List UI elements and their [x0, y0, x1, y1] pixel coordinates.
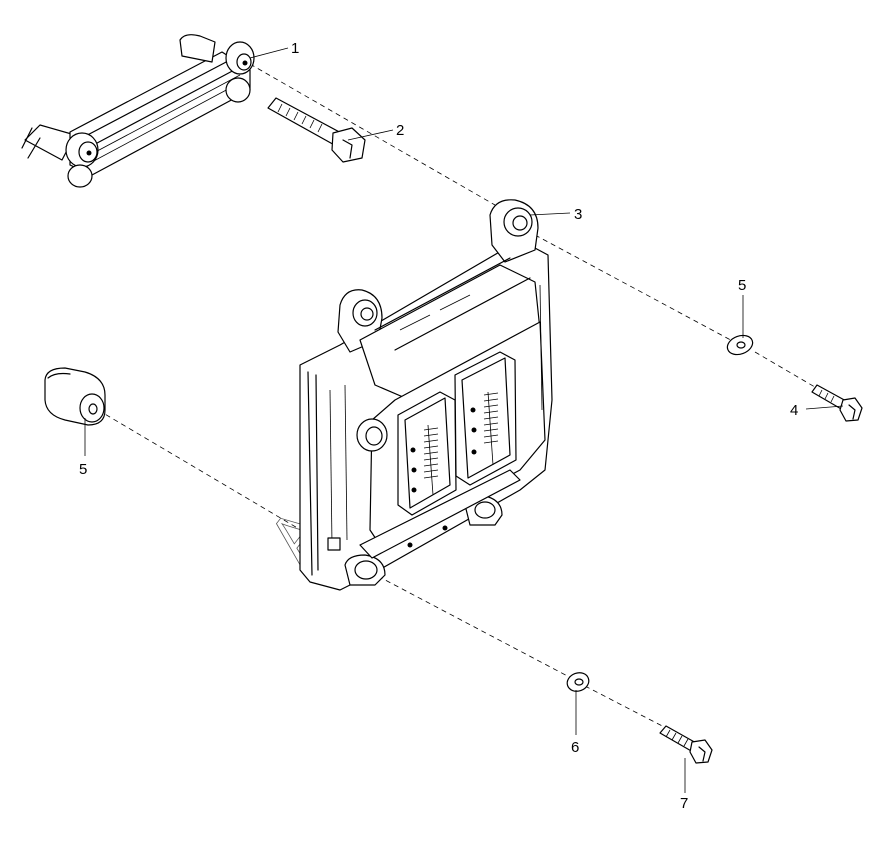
bolt-lower-part	[659, 725, 713, 764]
callout-5-washer: 5	[738, 277, 746, 294]
spacer-part	[44, 367, 106, 426]
bolt-small-part	[811, 384, 863, 422]
connector-right-teeth	[483, 392, 499, 444]
callout-4: 4	[790, 402, 798, 419]
bolt-part	[267, 97, 366, 163]
ecu-module-part	[299, 199, 553, 591]
callout-leaders	[84, 47, 844, 793]
callout-3: 3	[574, 206, 582, 223]
callout-2: 2	[396, 122, 404, 139]
callout-5-spacer: 5	[79, 461, 87, 478]
callout-7: 7	[680, 795, 688, 812]
bracket-part	[21, 34, 255, 188]
callout-6: 6	[571, 739, 579, 756]
callout-labels: 1 2 3 4 5 5 6 7	[79, 40, 798, 812]
callout-1: 1	[291, 40, 299, 57]
assembly-lines	[97, 63, 821, 731]
connector-left-teeth	[423, 427, 439, 479]
washer-lower-part	[566, 672, 590, 692]
washer-part	[726, 334, 754, 356]
